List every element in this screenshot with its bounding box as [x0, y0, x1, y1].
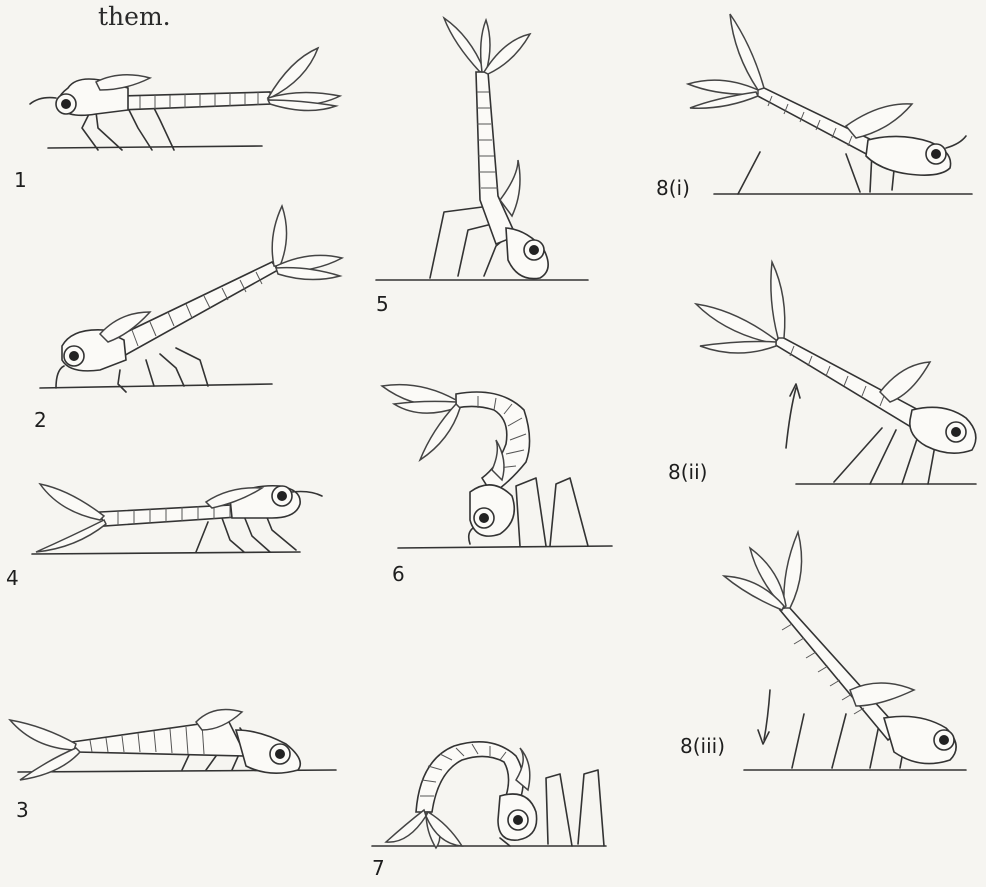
figure-7-label: 7: [372, 856, 385, 880]
figure-8ii-label: 8(ii): [668, 460, 707, 484]
figure-8iii-label: 8(iii): [680, 734, 725, 758]
figure-5-label: 5: [376, 292, 389, 316]
figure-4-label: 4: [6, 566, 19, 590]
figure-5-nymph-drawing: [376, 18, 588, 280]
figure-8i-label: 8(i): [656, 176, 690, 200]
figure-8ii-nymph-drawing: [696, 262, 976, 484]
figure-8i-nymph-drawing: [688, 14, 972, 194]
figure-4-nymph-drawing: [32, 484, 322, 554]
figure-7-nymph-drawing: [372, 742, 606, 848]
figure-1-nymph-drawing: [30, 48, 340, 150]
figure-6-nymph-drawing: [382, 385, 612, 548]
figure-3-label: 3: [16, 798, 29, 822]
figure-2-nymph-drawing: [40, 206, 342, 392]
figure-2-label: 2: [34, 408, 47, 432]
figure-1-label: 1: [14, 168, 27, 192]
figure-3-nymph-drawing: [10, 710, 336, 780]
figure-8iii-nymph-drawing: [724, 532, 966, 770]
figure-6-label: 6: [392, 562, 405, 586]
